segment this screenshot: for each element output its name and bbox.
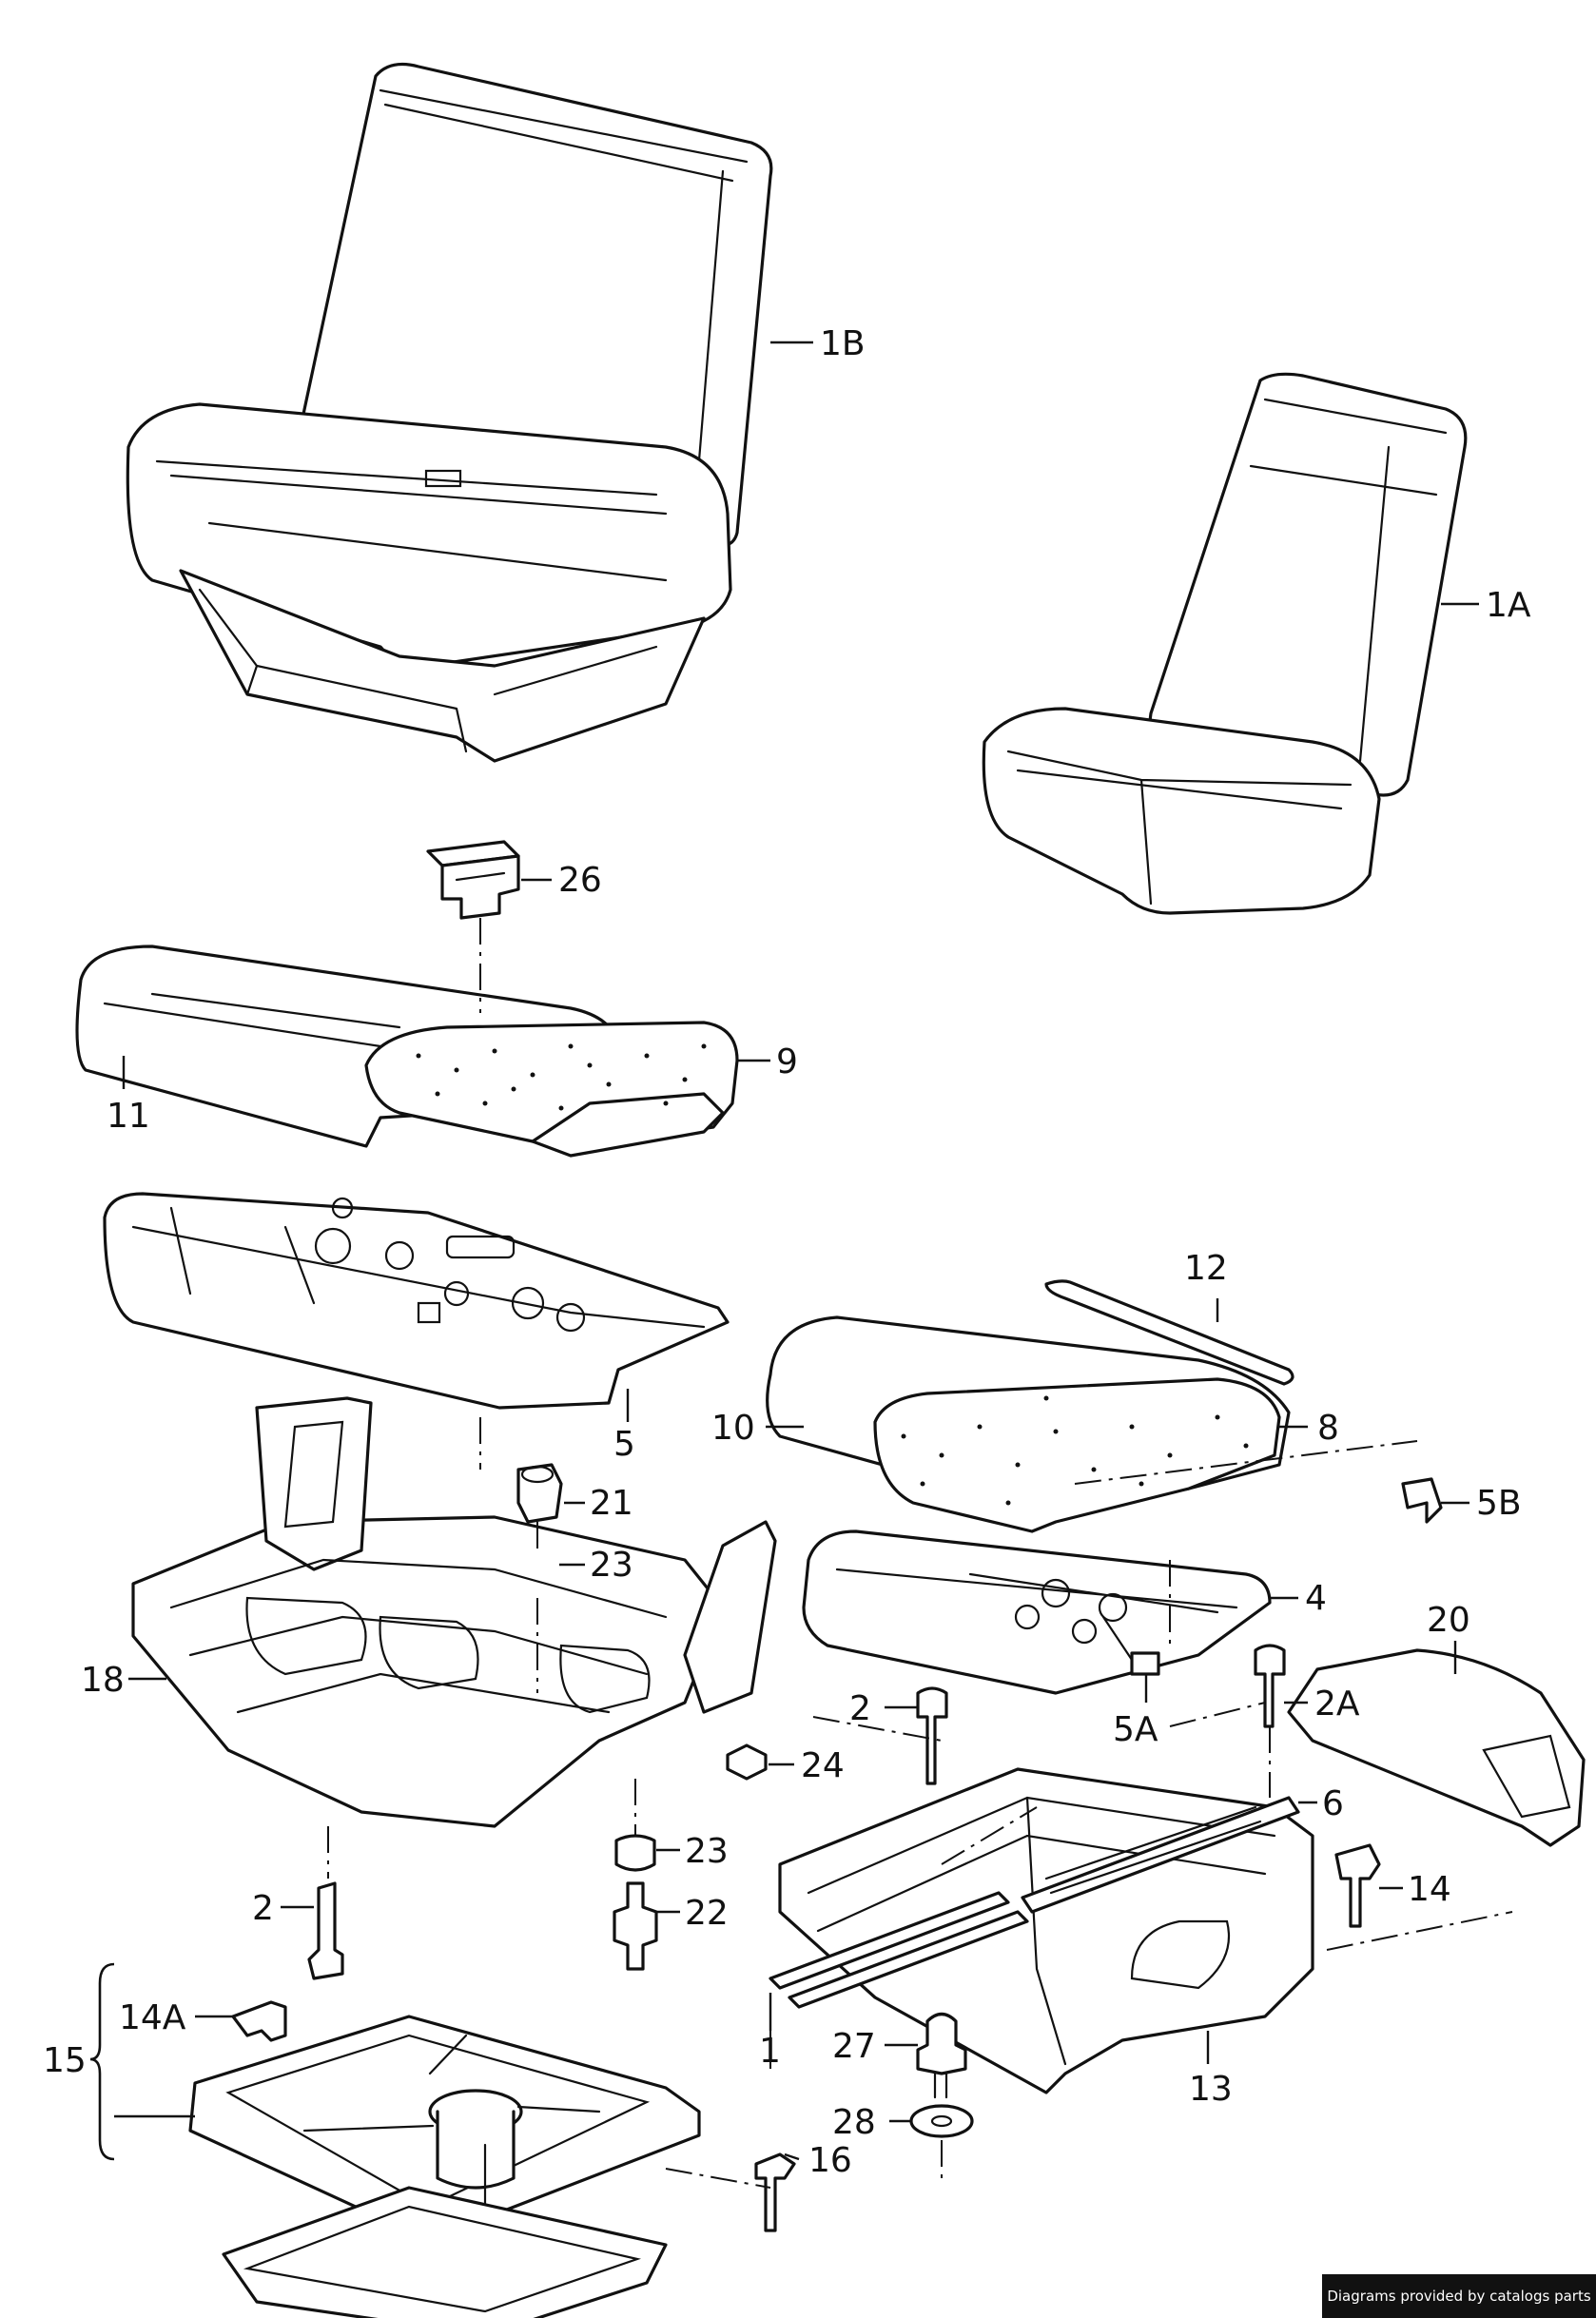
label-12: 12: [1184, 1249, 1228, 1288]
label-2-upper: 2: [849, 1689, 871, 1728]
label-6: 6: [1322, 1784, 1344, 1823]
label-28: 28: [832, 2103, 876, 2142]
label-1: 1: [759, 2032, 781, 2071]
alignment-lines: [327, 918, 1513, 2189]
seat-pan-5: [103, 1192, 730, 1410]
label-14a: 14A: [119, 1998, 186, 2037]
leader-lines: [89, 341, 1479, 2161]
parts-23-22-lower: [613, 1834, 658, 1971]
label-16: 16: [808, 2141, 852, 2180]
cushion-10-8: [766, 1315, 1291, 1533]
part-14a-clip: [231, 2000, 287, 2042]
label-2-lower: 2: [252, 1889, 274, 1928]
cushion-11-9: [75, 945, 739, 1158]
part-26-latch: [426, 840, 520, 920]
label-26: 26: [558, 861, 602, 900]
label-2a: 2A: [1314, 1685, 1360, 1724]
rear-frame-18: [131, 1396, 777, 1828]
label-22: 22: [685, 1894, 729, 1933]
part-5b-clip: [1401, 1477, 1443, 1524]
label-18: 18: [81, 1661, 125, 1700]
label-23-upper: 23: [590, 1546, 633, 1585]
label-13: 13: [1189, 2070, 1233, 2109]
label-15: 15: [43, 2041, 87, 2080]
footer-credit-badge: Diagrams provided by catalogs parts: [1322, 2274, 1596, 2318]
label-14: 14: [1408, 1870, 1451, 1909]
bench-seat-1b: [126, 63, 773, 763]
label-21: 21: [590, 1484, 633, 1523]
label-10: 10: [711, 1409, 755, 1448]
label-11: 11: [107, 1097, 150, 1136]
label-1b: 1B: [820, 324, 866, 363]
label-8: 8: [1317, 1409, 1339, 1448]
label-20: 20: [1427, 1601, 1470, 1640]
parts-27-28-16: [754, 2012, 974, 2232]
part-14-bolt: [1334, 1843, 1381, 1928]
part-12-rod: [1044, 1279, 1294, 1386]
label-4: 4: [1305, 1579, 1327, 1618]
part-24-nut: [726, 1743, 768, 1781]
single-seat-1a: [982, 372, 1468, 915]
label-5b: 5B: [1476, 1484, 1522, 1523]
cover-20: [1287, 1648, 1586, 1847]
callout-labels: 1B 1A 26 9 11 5 12 10 8 5B 21 23 4 20 18…: [43, 324, 1531, 2180]
front-pan-4: [802, 1529, 1272, 1695]
label-23-lower: 23: [685, 1832, 729, 1871]
label-27: 27: [832, 2027, 876, 2066]
front-frame-13-6: [769, 1767, 1314, 2094]
label-9: 9: [776, 1042, 798, 1081]
swivel-base-15: [188, 2015, 701, 2318]
bolts-2-2a: [307, 1644, 1286, 1980]
label-24: 24: [801, 1746, 845, 1785]
label-5a: 5A: [1113, 1710, 1158, 1749]
label-1a: 1A: [1486, 586, 1531, 625]
label-5: 5: [613, 1425, 635, 1464]
